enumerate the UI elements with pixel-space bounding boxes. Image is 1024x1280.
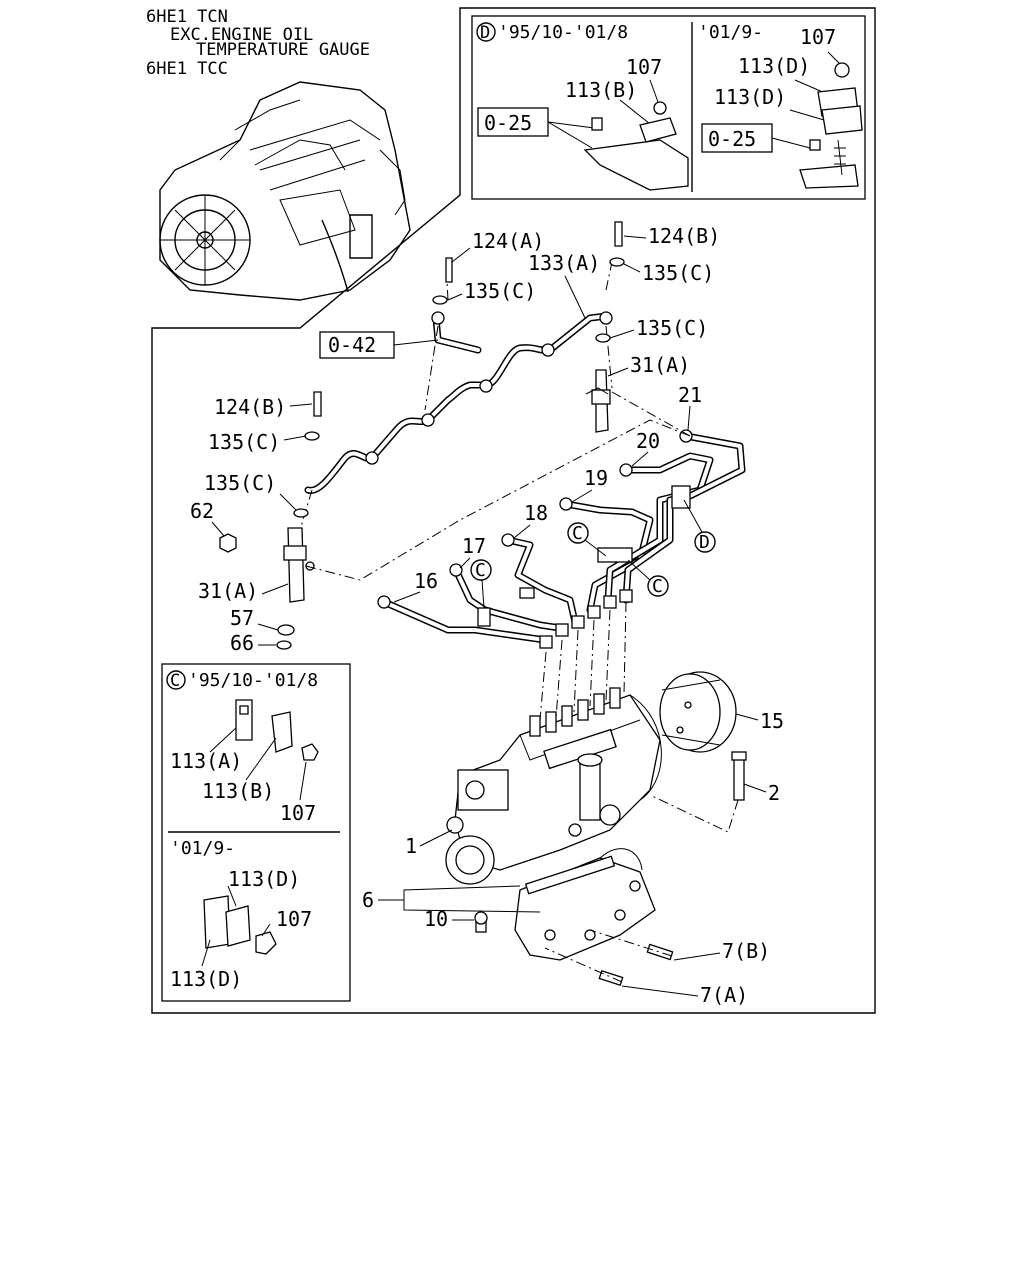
callout-2: 2 [768, 781, 780, 805]
injection-pipes [377, 429, 746, 649]
inset-d-circle-letter: D [480, 23, 490, 43]
ref-0-42: 0-42 [328, 333, 376, 357]
callout-66: 66 [230, 631, 254, 655]
header-line-1: 6HE1 TCN [146, 7, 228, 27]
inset-c-label-107-old: 107 [280, 801, 316, 825]
callout-135c-3: 135(C) [636, 316, 708, 340]
callout-d: D [699, 532, 710, 553]
pump-bracket [514, 848, 656, 961]
callout-124b-top: 124(B) [648, 224, 720, 248]
header-line-2: EXC.ENGINE OIL [170, 25, 313, 45]
inset-d: D '95/10-'01/8 '01/9- 107 113(B) 0-25 10… [471, 15, 866, 200]
inset-d-label-113b: 113(B) [565, 78, 637, 102]
callout-135c-5: 135(C) [204, 471, 276, 495]
inset-c-period-new: '01/9- [170, 838, 235, 859]
callout-7b: 7(B) [722, 939, 770, 963]
injection-pump [445, 687, 662, 885]
callout-135c-1: 135(C) [642, 261, 714, 285]
inset-c-label-113a: 113(A) [170, 749, 242, 773]
inset-c-label-113b: 113(B) [202, 779, 274, 803]
callouts: 124(A) 124(B) 133(A) 135(C) 135(C) 135(C… [190, 224, 784, 1007]
callout-10: 10 [424, 907, 448, 931]
bracket-bolts [474, 911, 674, 987]
timer-cover [659, 671, 737, 753]
callout-c-1: C [572, 523, 583, 544]
header: 6HE1 TCN EXC.ENGINE OIL TEMPERATURE GAUG… [146, 7, 370, 79]
callout-133a: 133(A) [528, 251, 600, 275]
callout-57: 57 [230, 606, 254, 630]
inset-c-circle-letter: C [170, 671, 180, 691]
inset-c-label-113d-bottom: 113(D) [170, 967, 242, 991]
inset-d-label-107-new: 107 [800, 25, 836, 49]
main-frame [151, 7, 876, 1014]
injector-right [585, 369, 611, 433]
bolt-2 [649, 751, 747, 833]
inset-c-period-old: '95/10-'01/8 [188, 670, 318, 691]
callout-7a: 7(A) [700, 983, 748, 1007]
inset-d-label-107-old: 107 [626, 55, 662, 79]
callout-15: 15 [760, 709, 784, 733]
callout-124b-left: 124(B) [214, 395, 286, 419]
callout-21: 21 [678, 383, 702, 407]
inset-d-ref-025-new: 0-25 [708, 127, 756, 151]
callout-135c-2: 135(C) [464, 279, 536, 303]
leak-off-pipe [304, 311, 613, 494]
callout-16: 16 [414, 569, 438, 593]
callout-135c-4: 135(C) [208, 430, 280, 454]
header-line-4: 6HE1 TCC [146, 59, 228, 79]
inset-c-label-113d-top: 113(D) [228, 867, 300, 891]
engine-illustration [159, 81, 411, 301]
callout-1: 1 [405, 834, 417, 858]
inset-c: C '95/10-'01/8 '01/9- 113(A) 113(B) 107 … [161, 663, 351, 1002]
callout-31a-top: 31(A) [630, 353, 690, 377]
callout-20: 20 [636, 429, 660, 453]
inset-d-label-113d-mid: 113(D) [714, 85, 786, 109]
callout-17: 17 [462, 534, 486, 558]
inset-c-label-107-new: 107 [276, 907, 312, 931]
inset-d-label-113d-top: 113(D) [738, 54, 810, 78]
callout-19: 19 [584, 466, 608, 490]
inset-d-period-old: '95/10-'01/8 [498, 22, 628, 43]
inset-d-period-new: '01/9- [698, 22, 763, 43]
callout-31a-left: 31(A) [198, 579, 258, 603]
callout-c-2: C [652, 576, 663, 597]
callout-124a: 124(A) [472, 229, 544, 253]
callout-6: 6 [362, 888, 374, 912]
callout-62: 62 [190, 499, 214, 523]
inset-d-ref-025-old: 0-25 [484, 111, 532, 135]
callout-c-3: C [475, 560, 486, 581]
header-line-3: TEMPERATURE GAUGE [196, 40, 370, 60]
callout-18: 18 [524, 501, 548, 525]
injector-left [283, 527, 315, 603]
